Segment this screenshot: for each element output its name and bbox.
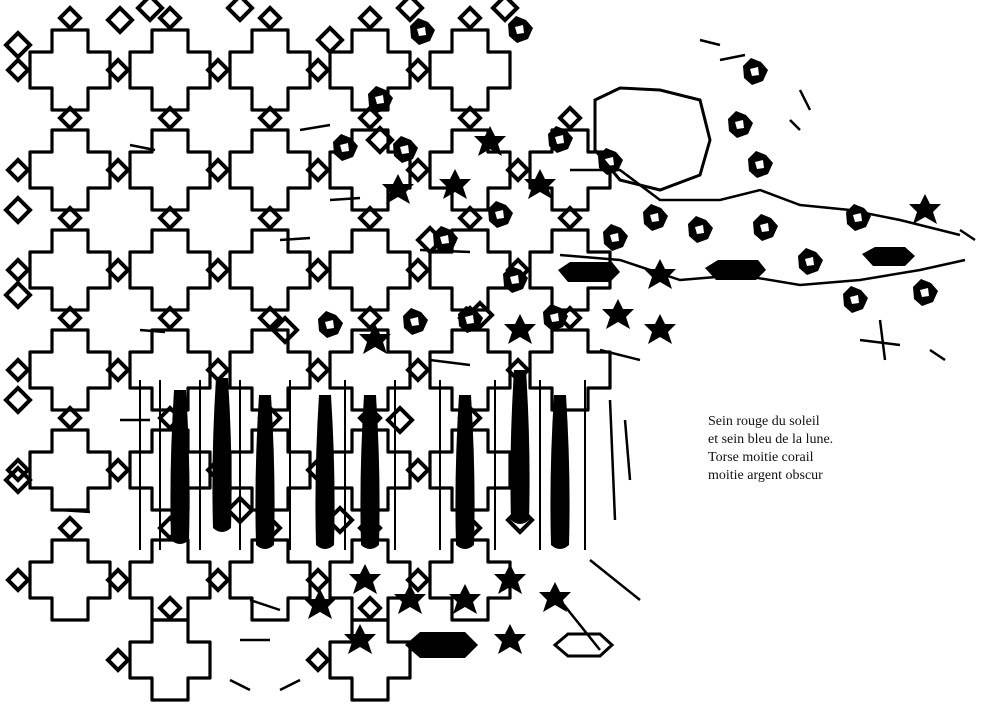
poem-line: Torse moitie corail (708, 450, 814, 465)
ornament-motifs (304, 16, 966, 658)
lattice-grid (4, 0, 612, 702)
poem-line: Sein rouge du soleil (708, 414, 820, 429)
poem-line: moitie argent obscur (708, 468, 823, 483)
arcade-columns (139, 370, 586, 550)
poem-text: Sein rouge du soleil et sein bleu de la … (708, 413, 908, 485)
poem-line: et sein bleu de la lune. (708, 432, 834, 447)
ink-fragments (59, 38, 976, 692)
